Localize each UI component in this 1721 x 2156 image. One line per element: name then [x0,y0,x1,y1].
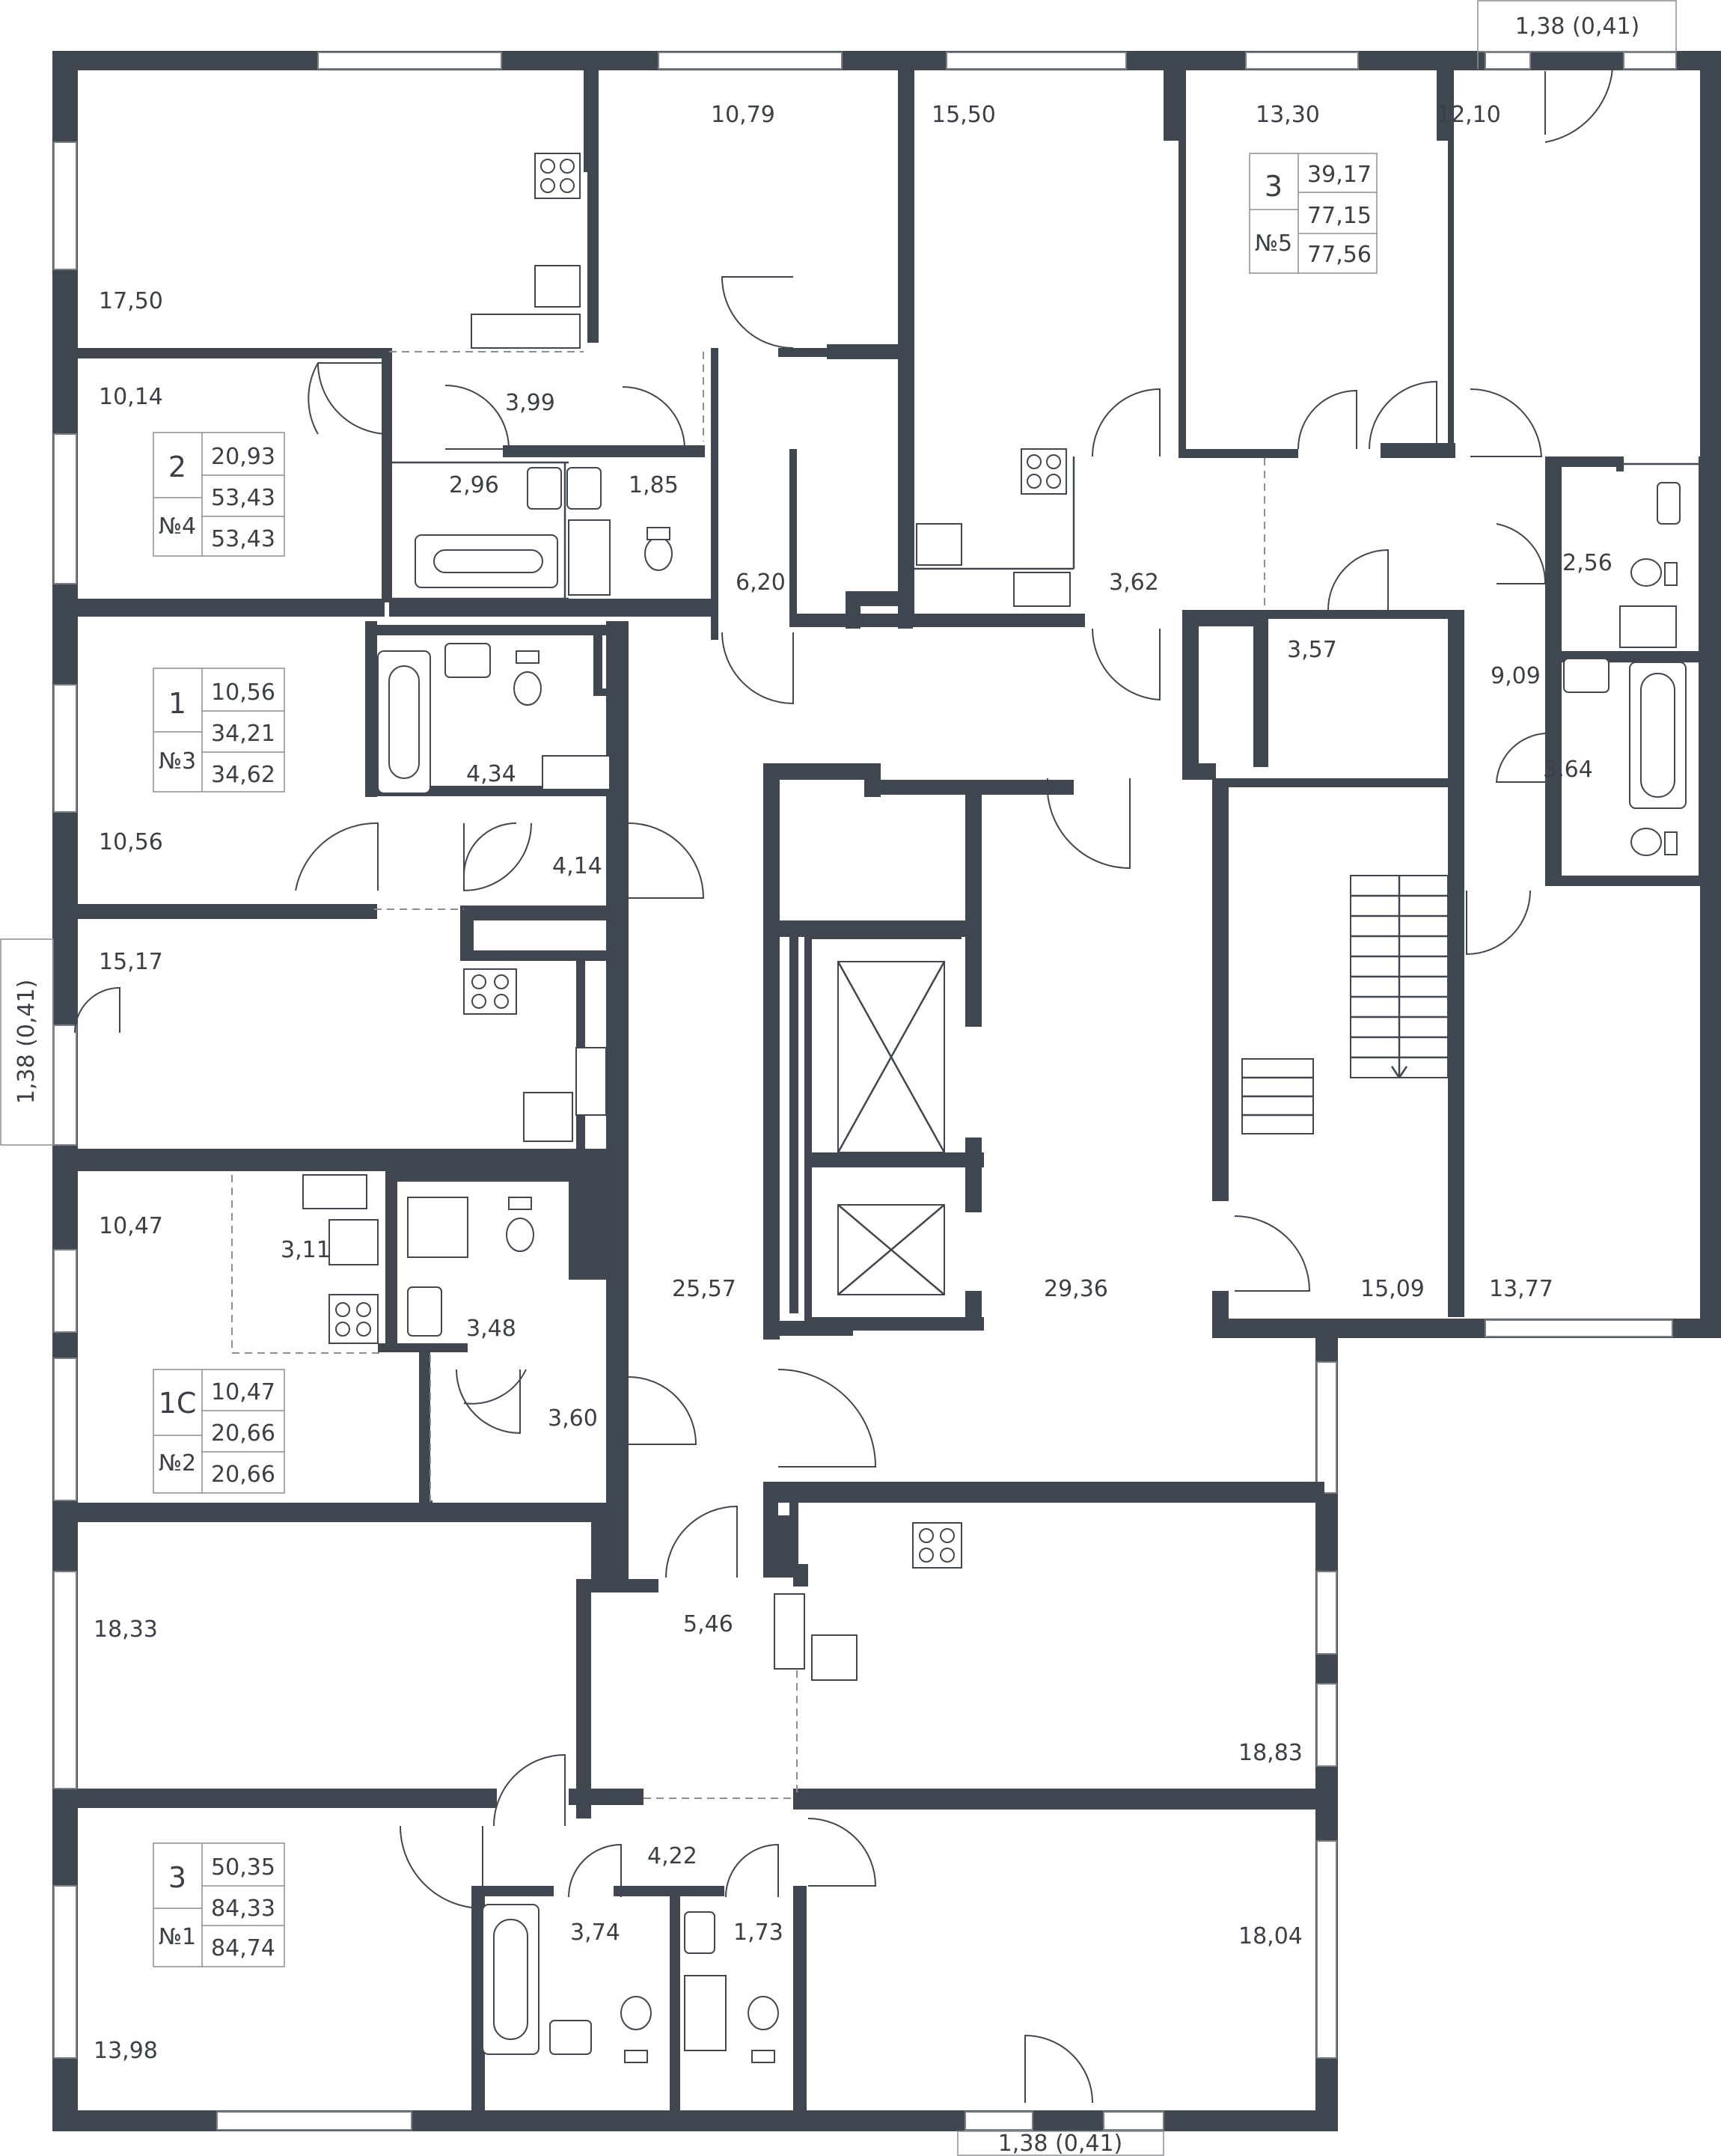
apartment-info-3: 1 №3 10,56 34,21 34,62 [153,668,285,793]
balcony-boxes [0,0,1677,2156]
room-area: 1,73 [733,1920,783,1946]
room-area: 3,99 [505,390,555,416]
balcony-bottom-label: 1,38 (0,41) [998,2131,1123,2156]
room-area: 15,09 [1360,1276,1425,1302]
room-area: 18,33 [94,1616,158,1643]
room-area: 4,34 [466,761,516,787]
room-area: 1,85 [629,472,679,498]
room-area: 10,14 [99,384,163,410]
doors [74,68,1613,2104]
apartment-living-area: 50,35 [211,1854,275,1881]
room-area: 15,50 [932,102,996,128]
room-area: 3,60 [548,1405,598,1432]
room-area: 3,74 [570,1920,620,1946]
room-area: 29,36 [1044,1276,1108,1302]
room-area: 13,77 [1489,1276,1553,1302]
apartment-number: №1 [159,1924,196,1950]
apartment-rooms: 3 [168,1861,186,1894]
room-area: 3,11 [281,1237,331,1263]
room-area: 4,22 [647,1843,697,1869]
room-area: 13,98 [94,2038,158,2064]
apartment-total-area: 20,66 [211,1420,275,1447]
apartment-living-area: 10,56 [211,680,275,706]
room-area: 3,57 [1287,637,1337,663]
apartment-living-area: 10,47 [211,1379,275,1405]
room-area: 10,79 [711,102,775,128]
apartment-living-area: 20,93 [211,444,275,470]
room-area: 3,48 [466,1316,516,1342]
apartment-number: №4 [159,513,196,540]
room-area: 13,30 [1256,102,1320,128]
room-area: 2,56 [1562,550,1613,576]
room-area: 18,83 [1238,1740,1303,1766]
apartment-info-5: 3 №5 39,17 77,15 77,56 [1249,153,1378,274]
apartment-info-1: 3 №1 50,35 84,33 84,74 [153,1842,285,1967]
apartment-total-with-balcony: 53,43 [211,526,275,552]
room-area: 15,17 [99,949,163,975]
apartment-rooms: 2 [168,451,186,483]
apartment-number: №5 [1255,230,1292,257]
apartment-rooms: 1 [168,687,186,720]
apartment-total-area: 53,43 [211,485,275,511]
room-area: 18,04 [1238,1923,1303,1949]
windows [53,52,1677,2131]
fixtures [302,153,1687,2063]
room-area: 25,57 [672,1276,736,1302]
room-area: 3,62 [1109,569,1159,596]
apartment-total-area: 34,21 [211,721,275,747]
elevators [837,961,946,1295]
apartment-living-area: 39,17 [1307,162,1372,188]
room-labels: 17,50 10,79 15,50 13,30 12,10 10,14 3,99… [94,102,1613,2064]
apartment-rooms: 3 [1265,170,1283,203]
apartment-number: №2 [159,1450,196,1476]
room-area: 2,96 [449,472,499,498]
apartment-total-with-balcony: 77,56 [1307,242,1372,268]
apartment-total-with-balcony: 34,62 [211,762,275,788]
room-area: 12,10 [1437,102,1501,128]
apartment-info-4: 2 №4 20,93 53,43 53,43 [153,432,285,557]
balcony-left-label: 1,38 (0,41) [13,980,40,1105]
room-area: 4,14 [552,853,602,879]
apartment-total-area: 77,15 [1307,203,1372,229]
room-area: 10,47 [99,1213,163,1239]
room-area: 10,56 [99,829,163,855]
apartment-rooms: 1С [159,1387,197,1420]
room-area: 5,46 [683,1611,733,1637]
apartment-total-with-balcony: 84,74 [211,1935,275,1961]
apartment-info-2: 1С №2 10,47 20,66 20,66 [153,1369,285,1494]
room-area: 6,20 [736,569,786,596]
room-area: 17,50 [99,288,163,314]
apartment-total-area: 84,33 [211,1896,275,1922]
apartment-number: №3 [159,748,196,775]
balcony-top-label: 1,38 (0,41) [1515,13,1640,40]
dashed-partitions [231,351,1265,1799]
room-area: 9,09 [1491,663,1541,689]
room-area: 3,64 [1543,757,1593,783]
stairs [1241,875,1449,1135]
apartment-total-with-balcony: 20,66 [211,1462,275,1488]
